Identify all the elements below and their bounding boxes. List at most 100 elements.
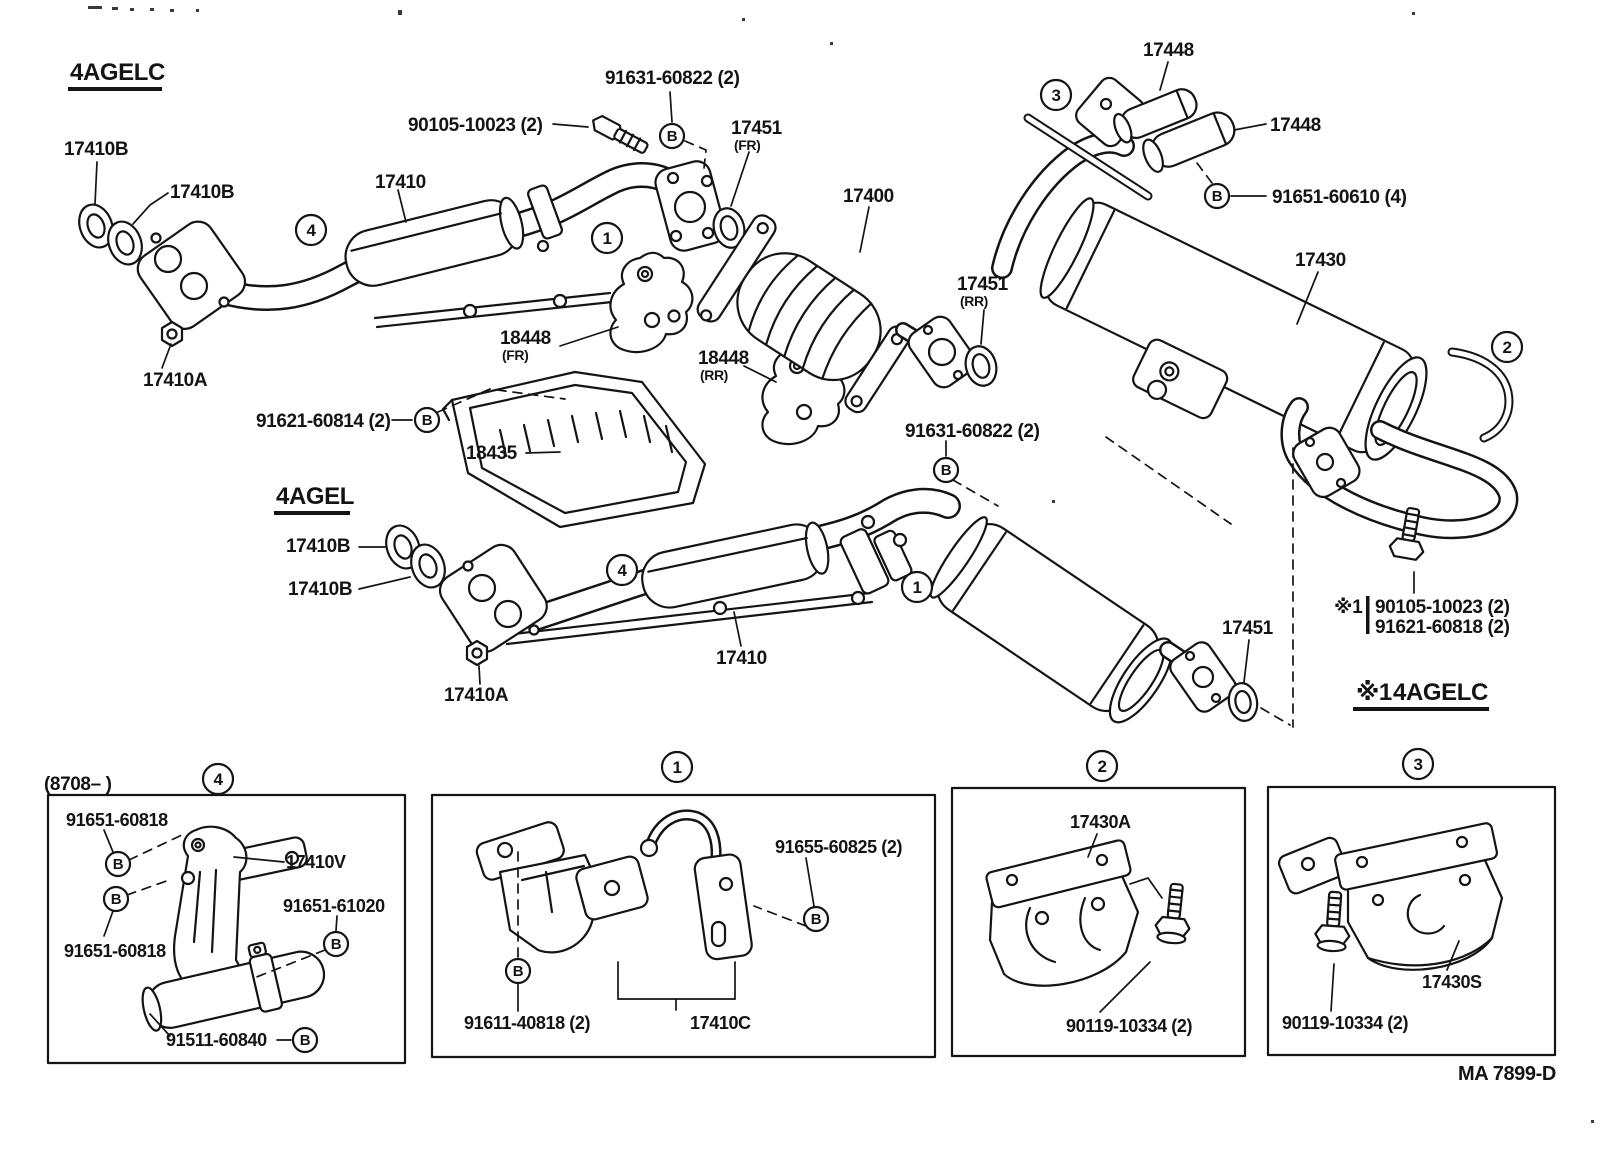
bolt-callout-b-box4-3: B [322, 930, 350, 958]
svg-text:1: 1 [912, 578, 921, 597]
svg-text:B: B [1212, 188, 1223, 205]
hanger-17448-1 [1113, 88, 1198, 144]
label-91511-60840: 91511-60840 [166, 1030, 267, 1050]
label-90105-top: 90105-10023 (2) [408, 115, 543, 136]
label-17448-top: 17448 [1143, 40, 1194, 61]
gasket-17451-fr [712, 207, 746, 249]
callout-3-top: 3 [1039, 78, 1073, 112]
svg-text:B: B [941, 462, 952, 479]
note-block: ※1 90105-10023 (2) 91621-60818 (2) [1334, 596, 1510, 638]
note-variant-prefix: ※1 [1356, 679, 1392, 706]
label-18435: 18435 [466, 443, 518, 464]
label-91631-top: 91631-60822 (2) [605, 68, 740, 89]
bolt-90119-box2 [1154, 882, 1191, 945]
gasket-17410B-mid-2 [410, 543, 446, 589]
callout-2-top: 2 [1490, 330, 1524, 364]
callout-1-top: 1 [590, 221, 624, 255]
bolt-callout-b-box1-left: B [504, 957, 532, 985]
label-17400: 17400 [843, 186, 894, 207]
scan-noise [88, 6, 1594, 1123]
label-91611-40818: 91611-40818 (2) [464, 1013, 591, 1033]
variant-title-top: 4AGELC [70, 59, 165, 86]
svg-text:B: B [300, 1032, 311, 1049]
label-17448-right: 17448 [1270, 115, 1321, 136]
muffler-body-17430 [1039, 197, 1428, 461]
label-18448-rr: 18448 [698, 348, 749, 369]
pipe-heat-shield-top [344, 196, 525, 287]
label-17410B-mid1: 17410B [286, 536, 350, 557]
label-fr-1: (FR) [734, 137, 760, 153]
bolt-callout-b-box1-right: B [802, 905, 830, 933]
note-variant-underline [1353, 707, 1489, 711]
variant-header-4agelc: 4AGELC [68, 59, 165, 91]
box3-content: 17430S 90119-10334 (2) [1278, 822, 1504, 1033]
label-17410B-top1: 17410B [64, 139, 128, 160]
svg-text:B: B [331, 936, 342, 953]
front-pipe-outlet-flange-top [654, 160, 727, 252]
note-variant: ※1 4AGELC [1353, 679, 1489, 711]
svg-text:2: 2 [1097, 757, 1106, 776]
bolt-callout-b-mid: B [932, 456, 960, 484]
label-17410A-mid: 17410A [444, 685, 509, 706]
bolt-90105-note [1388, 507, 1425, 561]
bolt-90119-box3 [1314, 890, 1351, 953]
label-91631-mid: 91631-60822 (2) [905, 421, 1040, 442]
front-pipe-flange-top [136, 220, 247, 330]
label-17410-top: 17410 [375, 172, 426, 193]
bracket-17410C-drawing [639, 809, 753, 961]
label-91621-60814: 91621-60814 (2) [256, 411, 391, 432]
mount-17430S-drawing [1278, 822, 1504, 971]
label-fr-2: (FR) [502, 347, 528, 363]
label-91655-60825: 91655-60825 (2) [775, 837, 903, 857]
box1-content: B B 91655-60825 (2) 91611-40818 (2) 1741… [464, 809, 903, 1033]
front-pipe-assembly-4agel [438, 487, 961, 653]
rear-muffler-assembly-17430 [991, 76, 1519, 540]
insulator-bracket-drawing [475, 821, 649, 954]
svg-text:3: 3 [1051, 86, 1060, 105]
note-bracket-bar [1366, 596, 1370, 634]
label-90119-box2: 90119-10334 (2) [1066, 1016, 1193, 1036]
hanger-17448-2 [1142, 111, 1236, 173]
svg-text:B: B [811, 911, 822, 928]
label-18448-fr: 18448 [500, 328, 551, 349]
label-17410-mid: 17410 [716, 648, 767, 669]
svg-text:B: B [667, 128, 678, 145]
svg-text:B: B [111, 891, 122, 908]
note-variant-name: 4AGELC [1393, 679, 1488, 706]
bolt-callout-b-box4-4: B [291, 1026, 319, 1054]
label-91651-60818-a: 91651-60818 [66, 810, 168, 830]
label-17410A-top: 17410A [143, 370, 208, 391]
label-17451-rr: 17451 [957, 274, 1009, 295]
pipe-heat-shield-mid [641, 521, 830, 609]
callout-2-box: 2 [1085, 749, 1119, 783]
svg-text:1: 1 [672, 758, 681, 777]
label-17430S: 17430S [1422, 972, 1482, 992]
label-17430A: 17430A [1070, 812, 1131, 832]
label-17410B-top2: 17410B [170, 182, 234, 203]
callout-1-mid: 1 [900, 570, 934, 604]
bracket-18448-fr [609, 251, 694, 354]
callout-3-box: 3 [1401, 747, 1435, 781]
gasket-17410B-top-1 [78, 203, 114, 249]
variant-underline-top [68, 87, 162, 91]
resonator-muffler-4agel [929, 516, 1237, 724]
bolt-callout-b-hanger: B [1203, 182, 1231, 210]
svg-text:4: 4 [306, 221, 316, 240]
callout-1-box: 1 [660, 750, 694, 784]
bolt-callout-b-box4-1: B [104, 850, 132, 878]
svg-text:B: B [113, 856, 124, 873]
callout-4-box: 4 [201, 762, 235, 796]
label-17410V: 17410V [286, 852, 346, 872]
callout-4-mid: 4 [605, 553, 639, 587]
note-line2: 91621-60818 (2) [1375, 617, 1510, 638]
bolt-90105-top [592, 114, 649, 154]
front-pipe-flange-mid [438, 543, 548, 653]
label-91651-60818-b: 91651-60818 [64, 941, 166, 961]
label-rr-2: (RR) [960, 293, 988, 309]
nut-17410A-mid [465, 639, 489, 667]
gasket-17451-rr [964, 345, 998, 387]
variant-underline-mid [274, 511, 350, 515]
box2-content: 17430A 90119-10334 (2) [985, 812, 1193, 1036]
